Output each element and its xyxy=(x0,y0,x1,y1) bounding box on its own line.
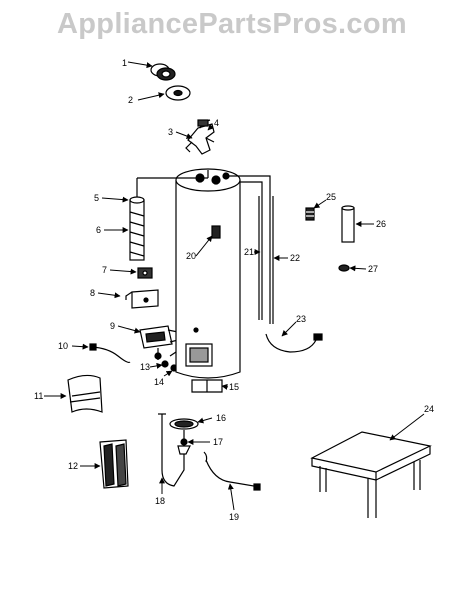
part-19-pilot-tube xyxy=(203,451,261,491)
callout-6: 6 xyxy=(96,225,101,235)
part-9-gas-control xyxy=(139,325,179,360)
part-8-bracket xyxy=(125,289,159,309)
part-10-lead xyxy=(89,343,131,363)
part-18-manifold xyxy=(158,413,185,487)
callout-1: 1 xyxy=(122,58,127,68)
callout-4: 4 xyxy=(214,118,219,128)
callout-16: 16 xyxy=(216,413,226,423)
part-16-burner xyxy=(169,418,199,430)
callout-17: 17 xyxy=(213,437,223,447)
part-25-fitting xyxy=(305,207,315,221)
part-12-inner-door xyxy=(99,439,129,489)
part-5-6-dip-tube xyxy=(129,178,145,261)
callout-9: 9 xyxy=(110,321,115,331)
callout-18: 18 xyxy=(155,496,165,506)
callouts: 1 2 3 4 5 6 7 8 9 10 11 12 13 14 15 16 1… xyxy=(34,58,434,522)
water-heater-tank xyxy=(169,168,241,379)
watermark: AppliancePartsPros.com xyxy=(57,8,407,40)
callout-2: 2 xyxy=(128,95,133,105)
callout-20: 20 xyxy=(186,251,196,261)
part-23-cable xyxy=(265,333,323,353)
callout-12: 12 xyxy=(68,461,78,471)
callout-7: 7 xyxy=(102,265,107,275)
part-26-pipe xyxy=(341,205,355,243)
part-7-fitting xyxy=(137,267,153,279)
part-21-22-rods xyxy=(137,170,274,324)
callout-21: 21 xyxy=(244,247,254,257)
part-17-orifice xyxy=(177,430,191,455)
part-24-stand xyxy=(310,431,432,518)
callout-25: 25 xyxy=(326,192,336,202)
callout-11: 11 xyxy=(34,391,43,401)
part-15-bracket xyxy=(191,379,223,393)
callout-22: 22 xyxy=(290,253,300,263)
callout-23: 23 xyxy=(296,314,306,324)
callout-26: 26 xyxy=(376,219,386,229)
callout-13: 13 xyxy=(140,362,150,372)
part-11-outer-door xyxy=(67,374,103,413)
part-13-nut xyxy=(161,360,169,368)
callout-14: 14 xyxy=(154,377,164,387)
callout-10: 10 xyxy=(58,341,68,351)
callout-15: 15 xyxy=(229,382,239,392)
leader-lines xyxy=(44,61,425,511)
part-1-cap xyxy=(150,63,176,81)
part-2-washer xyxy=(165,85,191,101)
part-27-coupling xyxy=(338,264,350,272)
callout-19: 19 xyxy=(229,512,239,522)
callout-27: 27 xyxy=(368,264,378,274)
callout-8: 8 xyxy=(90,288,95,298)
part-20-plug xyxy=(211,225,221,239)
part-3-4-valve xyxy=(185,119,215,155)
callout-3: 3 xyxy=(168,127,173,137)
callout-24: 24 xyxy=(424,404,434,414)
callout-5: 5 xyxy=(94,193,99,203)
